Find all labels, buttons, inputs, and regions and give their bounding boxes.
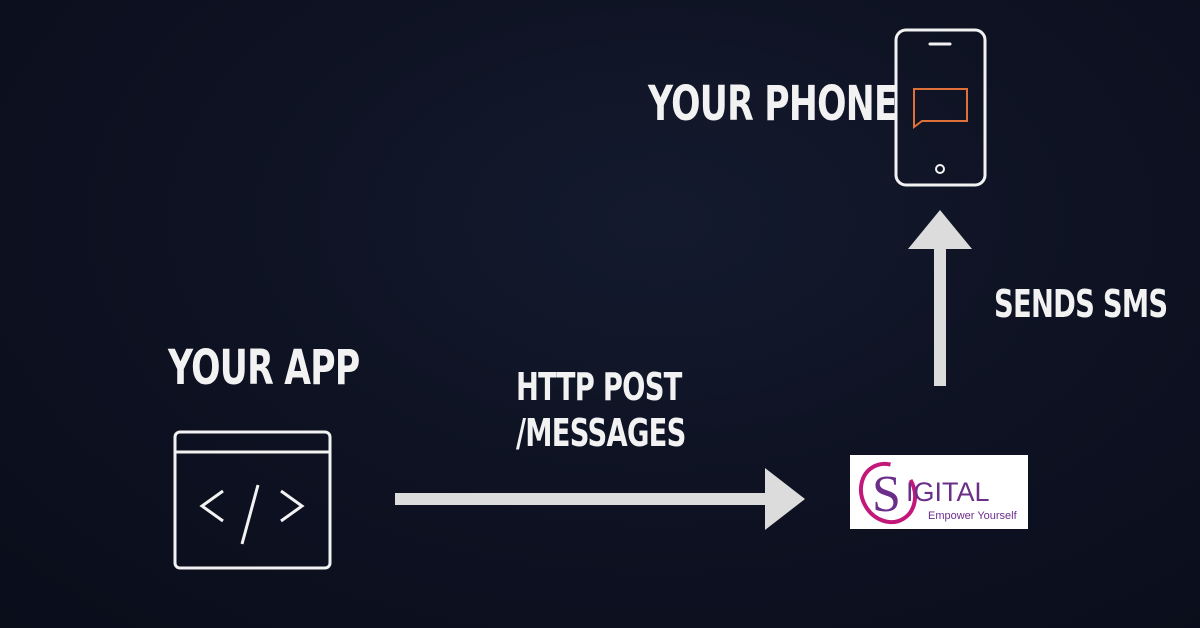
digital-logo: S IGITAL Empower Yourself bbox=[850, 455, 1028, 529]
code-slash bbox=[240, 484, 260, 545]
arrow-right-shaft bbox=[395, 493, 767, 505]
code-bracket-left bbox=[199, 489, 224, 523]
logo-tagline: Empower Yourself bbox=[928, 510, 1017, 522]
logo-swoosh-graphic: S bbox=[858, 461, 918, 525]
http-post-label: HTTP POST /MESSAGES bbox=[516, 364, 686, 456]
arrow-up-shaft bbox=[934, 248, 946, 386]
logo-swoosh-ring bbox=[858, 461, 918, 525]
arrow-up-head bbox=[908, 210, 972, 249]
http-post-label-line1: HTTP POST bbox=[516, 365, 682, 409]
window-frame bbox=[173, 430, 332, 570]
app-label: YOUR APP bbox=[168, 340, 360, 396]
code-bracket-right bbox=[280, 489, 305, 523]
arrow-right-head bbox=[765, 468, 805, 530]
phone-home-button bbox=[935, 164, 945, 174]
phone-body bbox=[894, 28, 987, 187]
http-post-label-line2: /MESSAGES bbox=[516, 411, 686, 455]
logo-letter: S bbox=[872, 466, 901, 523]
message-bubble-icon bbox=[913, 88, 968, 129]
phone-label: YOUR PHONE bbox=[648, 76, 898, 132]
arrow-http-post bbox=[395, 468, 805, 530]
arrow-sends-sms bbox=[908, 210, 972, 386]
code-window-icon bbox=[173, 430, 332, 570]
smartphone-message-icon bbox=[894, 28, 987, 187]
sends-sms-label: SENDS SMS bbox=[994, 282, 1168, 326]
logo-word: IGITAL bbox=[906, 477, 990, 507]
